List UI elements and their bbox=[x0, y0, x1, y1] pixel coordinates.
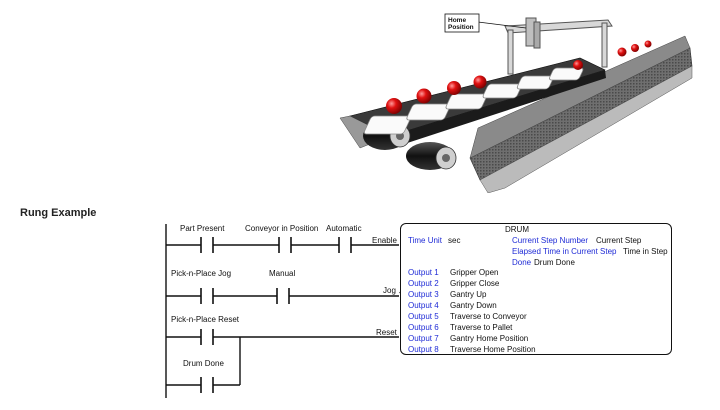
output-label: Output 8 bbox=[408, 345, 439, 354]
output-value: Gripper Close bbox=[450, 279, 500, 288]
output-row: Output 5 Traverse to Conveyor bbox=[408, 312, 527, 322]
home-position-callout: Home Position bbox=[444, 13, 527, 33]
output-value: Gantry Home Position bbox=[450, 334, 529, 343]
part-trays bbox=[363, 67, 584, 135]
output-label: Output 4 bbox=[408, 301, 439, 310]
label-part-present: Part Present bbox=[180, 224, 225, 233]
output-value: Traverse to Pallet bbox=[450, 323, 513, 332]
contact-drum-done bbox=[200, 377, 214, 393]
done-value: Drum Done bbox=[534, 258, 575, 267]
output-row: Output 7 Gantry Home Position bbox=[408, 334, 528, 344]
input-jog-label: Jog bbox=[383, 286, 396, 295]
drum-block: DRUM Time Unit sec Current Step Number C… bbox=[400, 223, 672, 355]
label-drum-done: Drum Done bbox=[183, 359, 224, 368]
done-label: Done bbox=[512, 258, 532, 267]
input-enable-label: Enable bbox=[372, 236, 397, 245]
contact-pick-n-place-jog bbox=[200, 288, 214, 304]
gantry bbox=[504, 17, 613, 75]
output-label: Output 6 bbox=[408, 323, 439, 332]
elapsed-time-label: Elapsed Time in Current Step bbox=[512, 247, 617, 256]
time-unit-label: Time Unit bbox=[408, 236, 442, 245]
contact-conveyor-in-position bbox=[278, 237, 292, 253]
output-value: Gripper Open bbox=[450, 268, 499, 277]
current-step-value: Current Step bbox=[596, 236, 642, 245]
time-unit-value: sec bbox=[448, 236, 461, 245]
callout-line-1: Home bbox=[448, 17, 466, 24]
section-title: Rung Example bbox=[20, 207, 97, 219]
elapsed-time-value: Time in Step bbox=[623, 247, 668, 256]
output-row: Output 2 Gripper Close bbox=[408, 279, 499, 289]
output-row: Output 4 Gantry Down bbox=[408, 301, 497, 311]
input-reset-label: Reset bbox=[376, 328, 398, 337]
output-label: Output 5 bbox=[408, 312, 439, 321]
label-pick-n-place-reset: Pick-n-Place Reset bbox=[171, 315, 240, 324]
output-value: Gantry Up bbox=[450, 290, 487, 299]
contact-automatic bbox=[338, 237, 352, 253]
contact-part-present bbox=[200, 237, 214, 253]
label-conveyor-in-position: Conveyor in Position bbox=[245, 224, 318, 233]
right-conveyor bbox=[469, 35, 693, 193]
output-row: Output 6 Traverse to Pallet bbox=[408, 323, 512, 333]
output-value: Traverse to Conveyor bbox=[450, 312, 527, 321]
conveyor-illustration: Home Position bbox=[339, 13, 693, 193]
contact-manual bbox=[276, 288, 290, 304]
output-value: Gantry Down bbox=[450, 301, 497, 310]
output-label: Output 7 bbox=[408, 334, 439, 343]
output-value: Traverse Home Position bbox=[450, 345, 536, 354]
output-label: Output 1 bbox=[408, 268, 439, 277]
label-automatic: Automatic bbox=[326, 224, 362, 233]
contact-pick-n-place-reset bbox=[200, 329, 214, 345]
output-row: Output 1 Gripper Open bbox=[408, 268, 498, 278]
output-label: Output 3 bbox=[408, 290, 439, 299]
output-row: Output 3 Gantry Up bbox=[408, 290, 486, 300]
label-manual: Manual bbox=[269, 269, 295, 278]
current-step-label: Current Step Number bbox=[512, 236, 589, 245]
output-row: Output 8 Traverse Home Position bbox=[408, 345, 536, 355]
output-label: Output 2 bbox=[408, 279, 439, 288]
callout-line-2: Position bbox=[448, 24, 474, 31]
label-pick-n-place-jog: Pick-n-Place Jog bbox=[171, 269, 231, 278]
drum-title: DRUM bbox=[505, 225, 529, 234]
